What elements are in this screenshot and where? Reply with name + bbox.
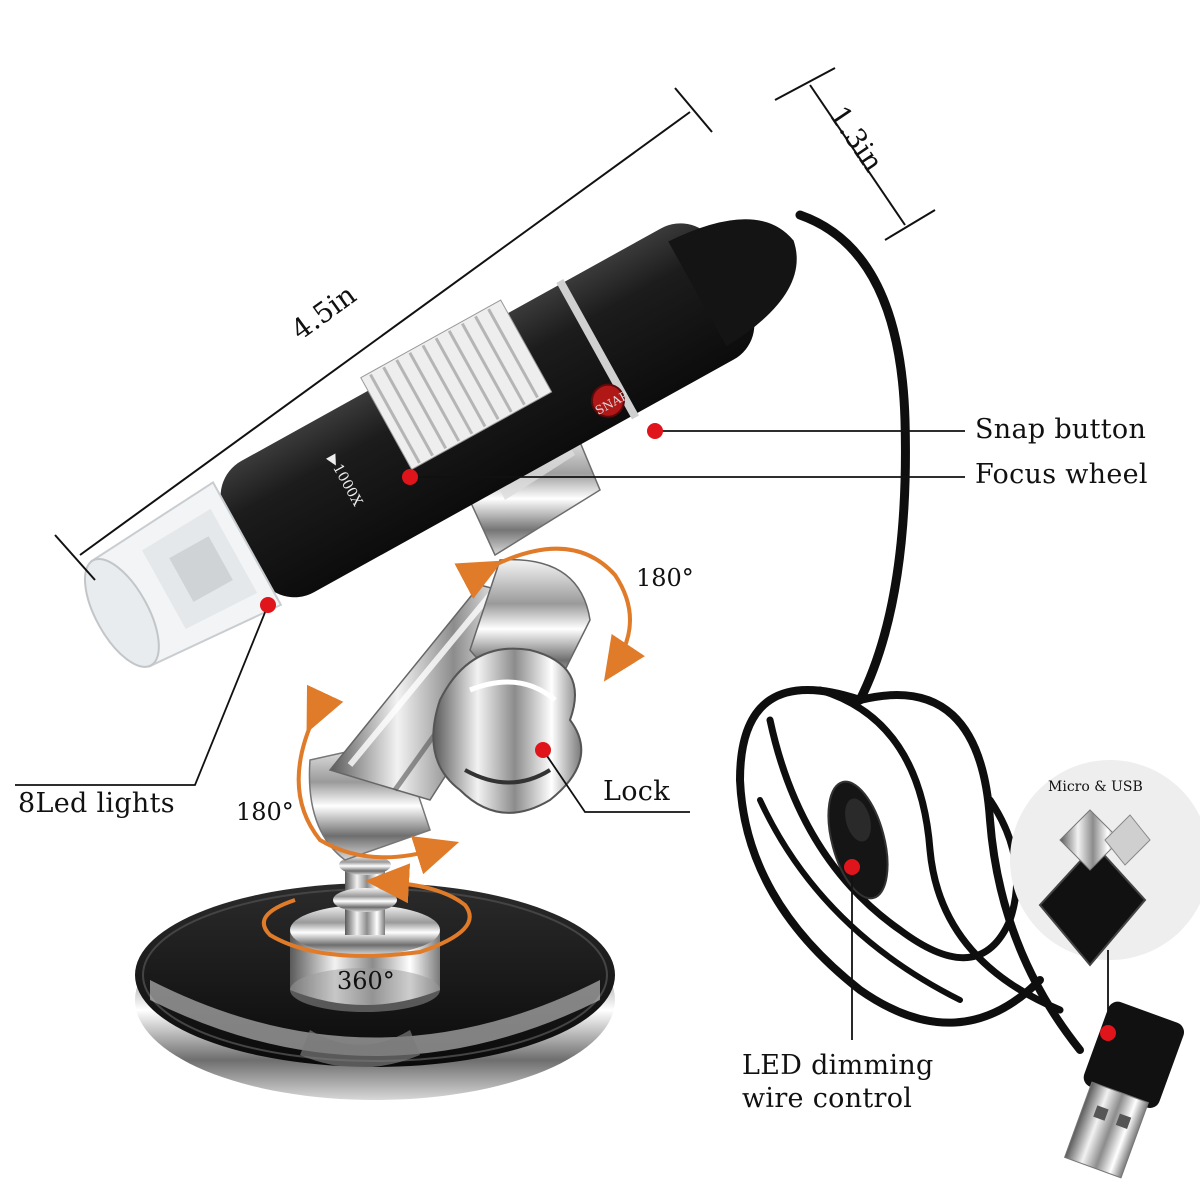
lower-rotation-label: 180° <box>236 798 294 826</box>
snap-marker <box>647 423 663 439</box>
callout-leaders <box>15 430 1109 1040</box>
base-rotation-label: 360° <box>337 967 395 995</box>
micro-usb-label: Micro & USB <box>1048 779 1143 795</box>
microscope-body <box>83 219 797 668</box>
lock-label: Lock <box>603 776 670 807</box>
micro-usb-inset <box>1010 760 1200 967</box>
upper-rotation-arrow <box>454 546 645 682</box>
led-dimming-label-line2: wire control <box>742 1083 913 1114</box>
base-rotation-arrow <box>261 863 472 958</box>
snap-button-label: Snap button <box>975 414 1147 445</box>
lock-marker <box>535 742 551 758</box>
dimmer-switch <box>827 780 889 900</box>
focus-wheel-label: Focus wheel <box>975 459 1148 490</box>
led-marker <box>260 597 276 613</box>
red-markers <box>260 423 1116 1041</box>
led-lights-label: 8Led lights <box>18 788 175 819</box>
dimension-lines <box>54 67 936 581</box>
led-dimming-label-line1: LED dimming <box>742 1050 934 1081</box>
usb-cable <box>735 210 1084 1054</box>
usb-plug <box>1063 1001 1185 1179</box>
upper-rotation-label: 180° <box>636 564 694 592</box>
stand-base <box>135 883 615 1100</box>
lower-rotation-arrow <box>296 684 460 875</box>
dimmer-marker <box>844 859 860 875</box>
usb-marker <box>1100 1025 1116 1041</box>
rotation-arrows <box>261 546 645 958</box>
focus-marker <box>402 469 418 485</box>
